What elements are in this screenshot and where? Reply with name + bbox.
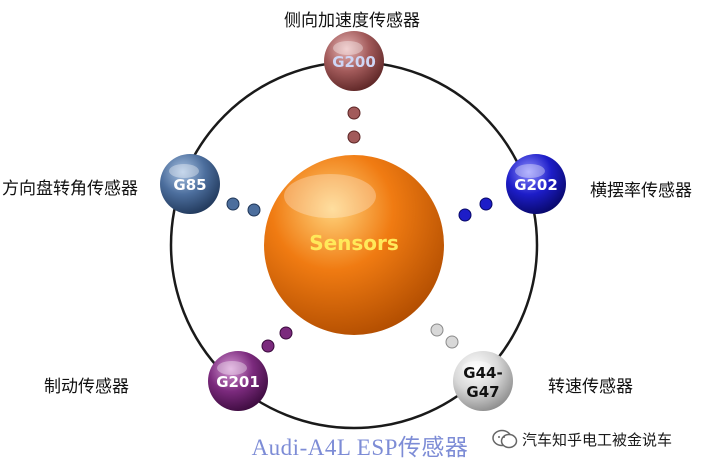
label-wheel-speed-sensor: 转速传感器 bbox=[548, 377, 633, 397]
sensor-node-g200: G200 bbox=[324, 31, 384, 91]
label-steering-angle-sensor: 方向盘转角传感器 bbox=[2, 179, 138, 199]
connector-dot-g200-1 bbox=[347, 106, 361, 120]
connector-dot-g44-2 bbox=[445, 335, 459, 349]
sensor-code-g201: G201 bbox=[216, 373, 260, 391]
sensor-code-g202: G202 bbox=[514, 176, 558, 194]
sensor-node-g44: G44-G47 bbox=[453, 351, 513, 411]
label-brake-sensor: 制动传感器 bbox=[44, 377, 129, 397]
watermark-text: 汽车知乎电工被金说车 bbox=[522, 430, 673, 449]
connector-dot-g201-2 bbox=[261, 339, 275, 353]
label-yaw-rate-sensor: 横摆率传感器 bbox=[590, 181, 692, 201]
sphere-highlight bbox=[515, 164, 545, 178]
connector-dot-g44-1 bbox=[430, 323, 444, 337]
connector-dots bbox=[226, 106, 493, 353]
sphere-highlight bbox=[169, 164, 199, 178]
connector-dot-g200-2 bbox=[347, 130, 361, 144]
diagram-caption: Audi-A4L ESP传感器 bbox=[251, 435, 469, 460]
sensor-code-g200: G200 bbox=[332, 53, 376, 71]
chat-bubble-icon bbox=[492, 429, 518, 449]
sphere-highlight bbox=[217, 361, 247, 375]
sensor-sphere-g44 bbox=[453, 351, 513, 411]
sensor-sphere-g202 bbox=[506, 154, 566, 214]
connector-dot-g202-2 bbox=[458, 208, 472, 222]
connector-dot-g202-1 bbox=[479, 197, 493, 211]
sensor-sphere-g200 bbox=[324, 31, 384, 91]
sensor-code-g44-line-1: G44- bbox=[463, 364, 502, 382]
sensor-node-g85: G85 bbox=[160, 154, 220, 214]
sensor-sphere-g85 bbox=[160, 154, 220, 214]
sensor-code-g44-line-2: G47 bbox=[466, 383, 499, 401]
sphere-highlight bbox=[462, 361, 492, 375]
sensor-node-g202: G202 bbox=[506, 154, 566, 214]
sensor-node-g201: G201 bbox=[208, 351, 268, 411]
center-sphere: Sensors bbox=[264, 155, 444, 335]
watermark: 汽车知乎电工被金说车 bbox=[492, 423, 720, 455]
connector-dot-g85-1 bbox=[226, 197, 240, 211]
sphere-highlight bbox=[333, 41, 363, 55]
center-label: Sensors bbox=[309, 231, 399, 255]
connector-dot-g201-1 bbox=[279, 326, 293, 340]
sensor-sphere-g201 bbox=[208, 351, 268, 411]
label-lateral-acceleration-sensor: 侧向加速度传感器 bbox=[284, 11, 420, 31]
sensor-code-g85: G85 bbox=[173, 176, 206, 194]
connector-dot-g85-2 bbox=[247, 203, 261, 217]
